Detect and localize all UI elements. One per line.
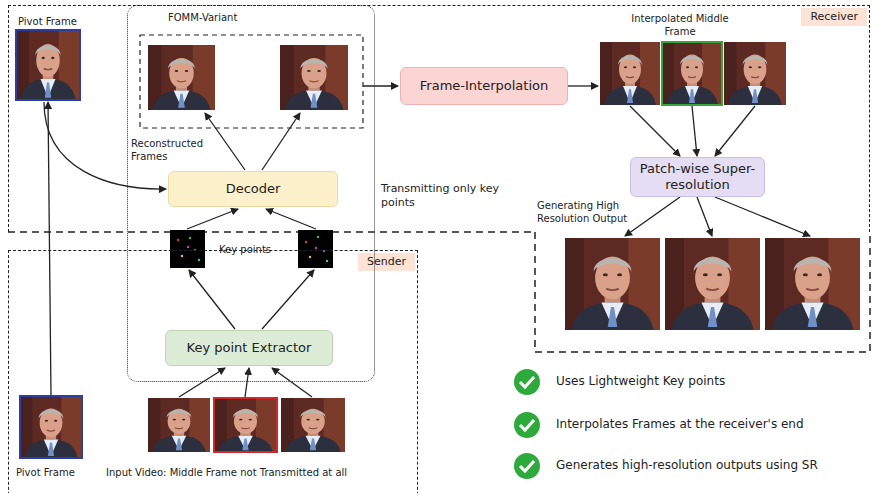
input-frame	[214, 398, 277, 452]
pivot-frame	[20, 396, 82, 458]
arrow	[262, 270, 314, 329]
arrow	[697, 197, 712, 236]
arrow	[48, 102, 51, 395]
arrow	[363, 85, 398, 86]
checklist-item: Uses Lightweight Key points	[556, 374, 725, 389]
reconstructed-frame	[148, 45, 215, 110]
frame-caption: Reconstructed Frames	[131, 137, 213, 163]
check-icon	[514, 369, 540, 395]
input-frame	[148, 398, 210, 452]
arrow	[245, 368, 249, 397]
region-label: Receiver	[801, 8, 867, 26]
interpolated-frame	[724, 42, 786, 105]
check-icon	[514, 453, 540, 479]
pivot-frame	[16, 30, 80, 100]
frame-border	[16, 30, 80, 100]
arrow	[692, 106, 697, 156]
region-label: FOMM-Variant	[168, 11, 237, 24]
process-box: Decoder	[168, 171, 338, 207]
arrow	[715, 197, 810, 236]
arrow	[625, 197, 680, 236]
output-frame	[665, 238, 760, 330]
frame-border	[662, 42, 722, 105]
frame-border	[20, 396, 82, 458]
arrow	[187, 209, 238, 229]
arrow	[715, 106, 755, 156]
arrow	[630, 106, 680, 156]
transmission-note: Transmitting only key points	[381, 182, 521, 210]
checklist-item: Generates high-resolution outputs using …	[556, 458, 818, 473]
arrow	[189, 270, 235, 329]
box-label: Frame-Interpolation	[420, 78, 548, 94]
fomm-group: FOMM-VariantDecoderKey point Extractor	[127, 5, 375, 382]
keypoint-dots	[177, 237, 200, 261]
checklist-item: Interpolates Frames at the receiver's en…	[556, 417, 804, 432]
frame-caption: Pivot Frame	[16, 466, 75, 479]
reconstructed-frame	[280, 45, 348, 110]
arrow	[568, 85, 598, 86]
process-box: Frame-Interpolation	[400, 67, 568, 105]
process-box: Patch-wise Super-resolution	[630, 157, 765, 197]
interpolated-frame	[662, 42, 722, 105]
arrow	[266, 209, 316, 229]
keypoint-caption: Key points	[219, 243, 271, 256]
frame-caption: Pivot Frame	[18, 15, 77, 28]
output-frame	[765, 238, 860, 330]
frames-group-border	[140, 35, 363, 128]
region-border	[8, 231, 535, 233]
frame-border	[214, 398, 277, 452]
frame-caption: Interpolated Middle Frame	[615, 12, 745, 38]
check-icon	[514, 412, 540, 438]
sender-region: Sender	[8, 250, 418, 493]
receiver-region: ReceiverFrame-InterpolationPatch-wise Su…	[8, 5, 870, 232]
interpolated-frame	[600, 42, 660, 105]
input-frame	[281, 398, 345, 452]
output-caption: Generating High Resolution Output	[537, 199, 639, 225]
output-frame	[565, 238, 660, 330]
arrow	[205, 113, 245, 170]
keypoint-dots	[305, 236, 328, 262]
keypoint-map	[170, 230, 205, 268]
arrows	[44, 86, 810, 397]
arrow	[262, 113, 300, 170]
process-box: Key point Extractor	[165, 330, 333, 366]
arrow	[179, 368, 225, 397]
box-label: Key point Extractor	[187, 340, 312, 356]
arrow	[272, 368, 312, 397]
output-region-border	[535, 232, 870, 352]
box-label: Patch-wise Super-resolution	[639, 161, 756, 193]
keypoint-map	[298, 230, 333, 268]
region-label: Sender	[358, 253, 415, 271]
box-label: Decoder	[226, 181, 281, 197]
input-caption: Input Video: Middle Frame not Transmitte…	[106, 466, 347, 479]
